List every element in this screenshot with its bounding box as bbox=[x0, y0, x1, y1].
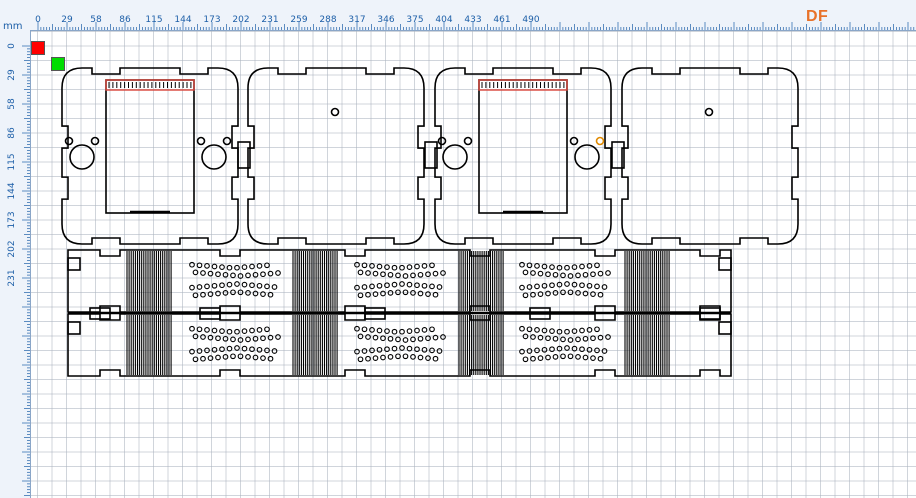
ruler-tick-label: 231 bbox=[7, 269, 17, 286]
back-panel-right bbox=[621, 67, 799, 245]
ruler-tick-label: 58 bbox=[90, 15, 102, 25]
ruler-tick-label: 173 bbox=[7, 211, 17, 228]
ruler-tick-label: 29 bbox=[61, 15, 73, 25]
panel-joint bbox=[611, 141, 625, 169]
ruler-tick-label: 0 bbox=[35, 15, 41, 25]
ruler-tick-label: 317 bbox=[348, 15, 365, 25]
selected-hole bbox=[595, 136, 605, 146]
strip-tab bbox=[89, 307, 111, 320]
ruler-tick-label: 490 bbox=[522, 15, 539, 25]
ruler-tick-label: 461 bbox=[493, 15, 510, 25]
horizontal-ruler[interactable]: 0 29 58 86 115 144 173 202 231 259 288 317 346 375 404… bbox=[30, 0, 916, 31]
front-panel-right bbox=[434, 67, 612, 245]
side-strip-bottom bbox=[67, 313, 732, 377]
back-panel-left bbox=[247, 67, 425, 245]
display-header-rail bbox=[105, 79, 195, 91]
ruler-tick-label: 202 bbox=[232, 15, 249, 25]
ruler-tick-label: 115 bbox=[145, 15, 162, 25]
ruler-tick-label: 115 bbox=[7, 153, 17, 170]
ruler-tick-label: 259 bbox=[290, 15, 307, 25]
ruler-tick-label: 346 bbox=[377, 15, 394, 25]
design-drawing bbox=[61, 67, 799, 377]
ruler-tick-label: 375 bbox=[406, 15, 423, 25]
ruler-tick-label: 404 bbox=[435, 15, 452, 25]
ruler-tick-label: 86 bbox=[7, 127, 17, 139]
red-layer-swatch[interactable] bbox=[31, 41, 45, 55]
front-panel-left bbox=[61, 67, 239, 245]
ruler-tick-label: 202 bbox=[7, 240, 17, 257]
design-canvas[interactable] bbox=[31, 31, 916, 498]
ruler-tick-label: 231 bbox=[261, 15, 278, 25]
ruler-tick-label: 0 bbox=[7, 43, 17, 49]
ruler-tick-label: 58 bbox=[7, 98, 17, 110]
ruler-tick-label: 144 bbox=[174, 15, 191, 25]
df-logo: DF bbox=[806, 8, 829, 25]
vertical-ruler[interactable]: 0 29 58 86 115 144 173 202 231 bbox=[0, 30, 31, 498]
panel-joint bbox=[237, 141, 251, 169]
ruler-tick-label: 433 bbox=[464, 15, 481, 25]
ruler-corner: mm bbox=[0, 0, 31, 32]
ruler-tick-label: 86 bbox=[119, 15, 131, 25]
ruler-tick-label: 288 bbox=[319, 15, 336, 25]
display-header-rail bbox=[478, 79, 568, 91]
ruler-unit-label: mm bbox=[3, 21, 23, 32]
panel-joint bbox=[424, 141, 438, 169]
strip-tab bbox=[364, 307, 386, 320]
ruler-tick-label: 173 bbox=[203, 15, 220, 25]
ruler-tick-label: 29 bbox=[7, 69, 17, 81]
side-strip-top bbox=[67, 249, 732, 313]
ruler-tick-label: 144 bbox=[7, 182, 17, 199]
strip-tab bbox=[199, 307, 221, 320]
strip-tab bbox=[529, 307, 551, 320]
strip-tab bbox=[699, 307, 721, 320]
green-layer-swatch[interactable] bbox=[51, 57, 65, 71]
